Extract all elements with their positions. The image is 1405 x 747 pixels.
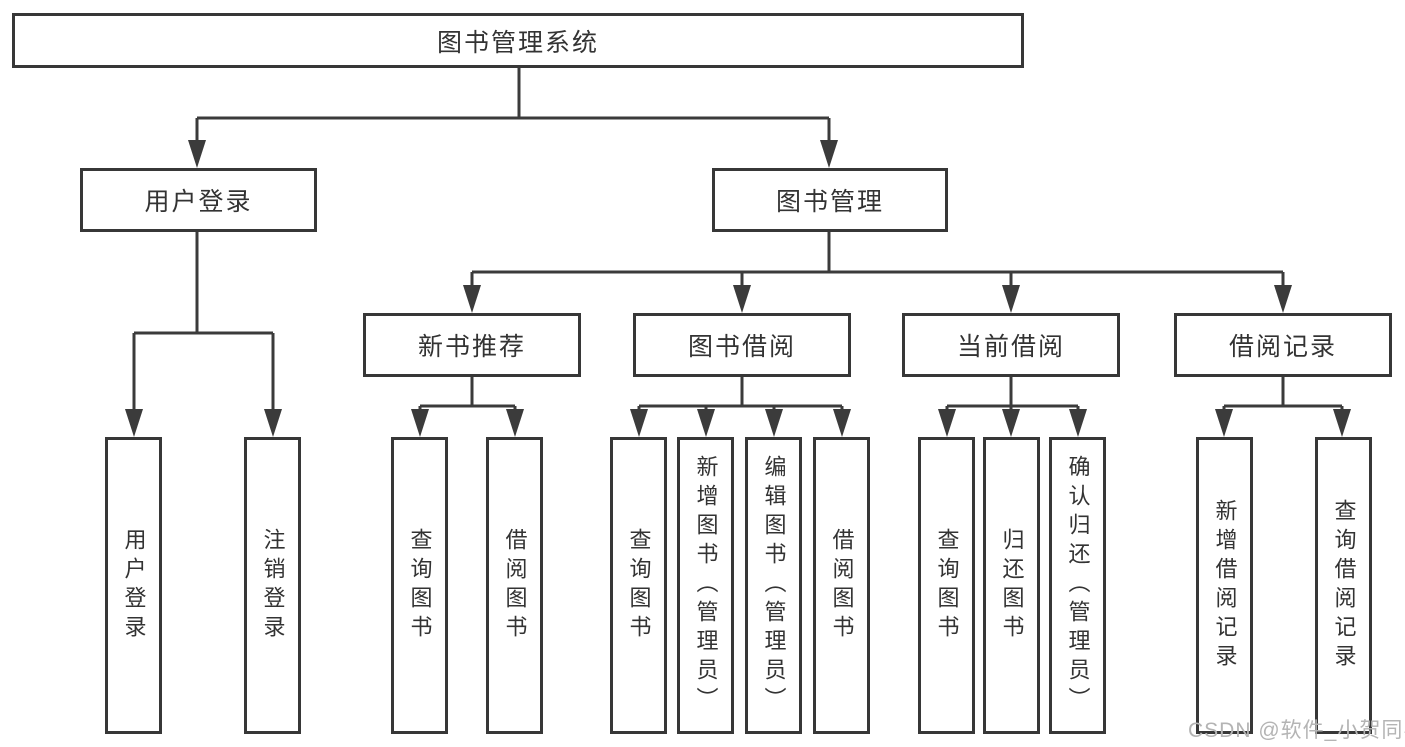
leaf-logout: 注销登录 bbox=[244, 437, 301, 734]
node-book-management: 图书管理 bbox=[712, 168, 948, 232]
leaf-rec-query-books-label: 查询图书 bbox=[407, 527, 433, 644]
node-current-borrowing: 当前借阅 bbox=[902, 313, 1120, 377]
node-user-login-label: 用户登录 bbox=[144, 188, 253, 216]
node-current-borrowing-label: 当前借阅 bbox=[956, 333, 1065, 361]
leaf-cb-query-books-label: 查询图书 bbox=[934, 527, 960, 644]
leaf-bb-add-books: 新增图书（管理员） bbox=[677, 437, 734, 734]
leaf-br-query-record-label: 查询借阅记录 bbox=[1331, 498, 1357, 673]
leaf-cb-return-books: 归还图书 bbox=[983, 437, 1040, 734]
leaf-br-query-record: 查询借阅记录 bbox=[1315, 437, 1372, 734]
leaf-cb-confirm-return: 确认归还（管理员） bbox=[1049, 437, 1106, 734]
node-new-book-recommend: 新书推荐 bbox=[363, 313, 581, 377]
leaf-br-add-record: 新增借阅记录 bbox=[1196, 437, 1253, 734]
leaf-rec-borrow-books-label: 借阅图书 bbox=[502, 527, 528, 644]
node-borrowing-records: 借阅记录 bbox=[1174, 313, 1392, 377]
leaf-bb-borrow-books: 借阅图书 bbox=[813, 437, 870, 734]
leaf-br-add-record-label: 新增借阅记录 bbox=[1212, 498, 1238, 673]
leaf-logout-label: 注销登录 bbox=[260, 527, 286, 644]
leaf-rec-borrow-books: 借阅图书 bbox=[486, 437, 543, 734]
leaf-cb-confirm-return-label: 确认归还（管理员） bbox=[1065, 455, 1091, 716]
leaf-user-login-label: 用户登录 bbox=[121, 527, 147, 644]
leaf-cb-query-books: 查询图书 bbox=[918, 437, 975, 734]
csdn-watermark: CSDN @软件_小贺同学 bbox=[1188, 719, 1405, 742]
node-book-management-label: 图书管理 bbox=[775, 188, 884, 216]
node-book-borrowing-label: 图书借阅 bbox=[687, 333, 796, 361]
leaf-user-login: 用户登录 bbox=[105, 437, 162, 734]
node-root-label: 图书管理系统 bbox=[436, 28, 599, 57]
leaf-cb-return-books-label: 归还图书 bbox=[999, 527, 1025, 644]
node-user-login: 用户登录 bbox=[80, 168, 317, 232]
node-borrowing-records-label: 借阅记录 bbox=[1228, 333, 1337, 361]
node-root: 图书管理系统 bbox=[12, 13, 1024, 68]
node-book-borrowing: 图书借阅 bbox=[633, 313, 851, 377]
leaf-bb-add-books-label: 新增图书（管理员） bbox=[693, 455, 719, 716]
leaf-bb-borrow-books-label: 借阅图书 bbox=[829, 527, 855, 644]
leaf-bb-query-books-label: 查询图书 bbox=[626, 527, 652, 644]
leaf-bb-edit-books: 编辑图书（管理员） bbox=[745, 437, 802, 734]
leaf-bb-edit-books-label: 编辑图书（管理员） bbox=[761, 455, 787, 716]
node-new-book-recommend-label: 新书推荐 bbox=[417, 333, 526, 361]
leaf-bb-query-books: 查询图书 bbox=[610, 437, 667, 734]
leaf-rec-query-books: 查询图书 bbox=[391, 437, 448, 734]
